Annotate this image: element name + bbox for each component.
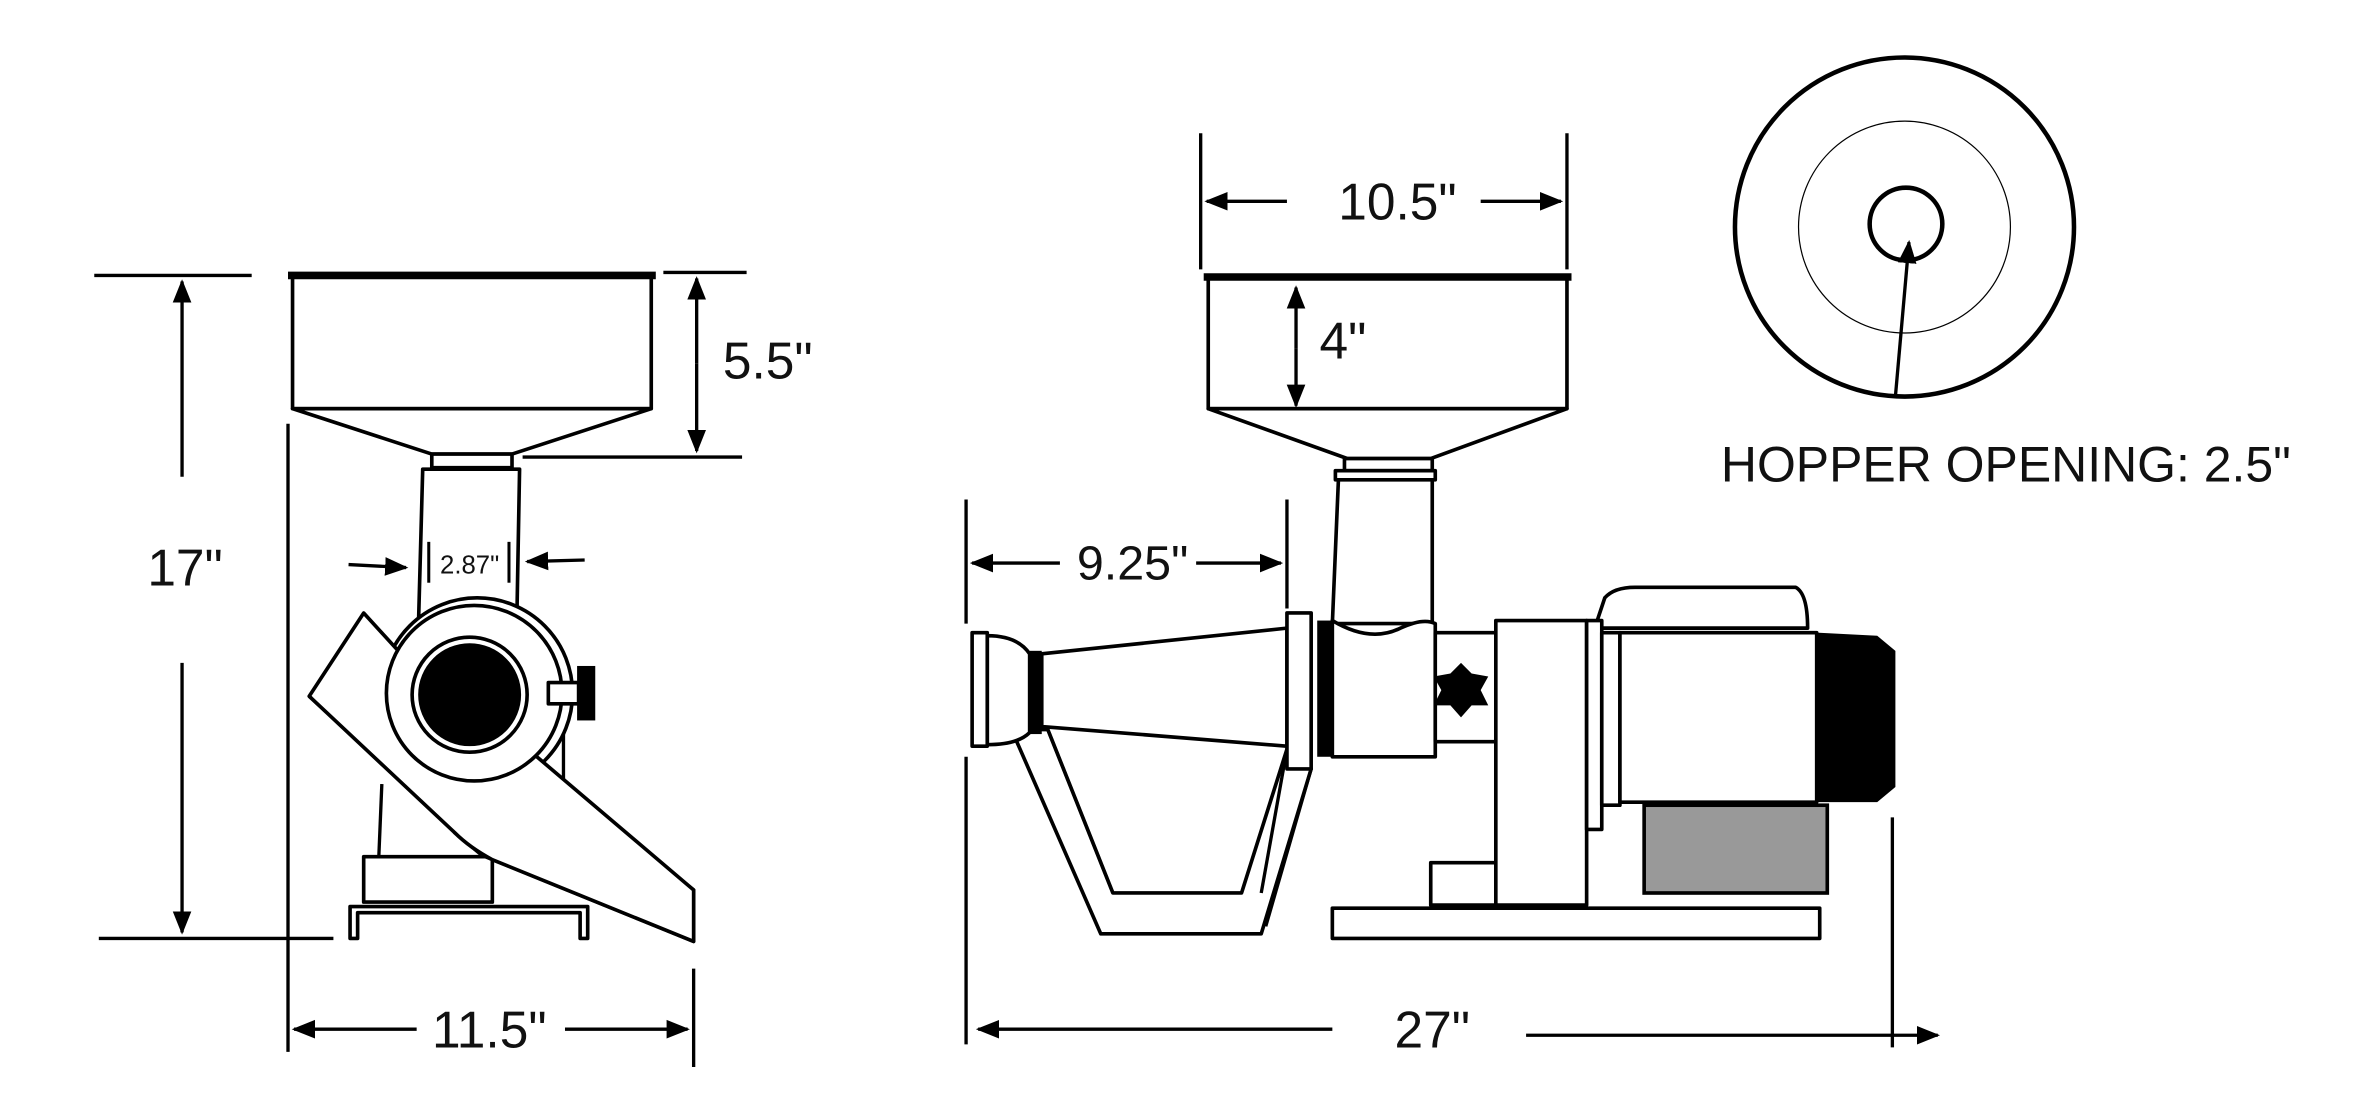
side-knob [577, 665, 596, 721]
total-length-label: 27" [1394, 1000, 1470, 1058]
height-label: 17" [147, 539, 222, 597]
front-body [970, 585, 1896, 941]
height-dimension: 17" [94, 273, 334, 941]
side-view: 17" 11.5" 5.5" 2.87" [94, 270, 813, 1068]
hopper-width-label: 10.5" [1338, 172, 1456, 230]
motor-end-cap [1816, 632, 1896, 803]
front-hopper [1203, 273, 1572, 626]
sieve-cone [1039, 626, 1289, 748]
lower-chute [1009, 727, 1313, 936]
side-hopper [288, 271, 656, 638]
tube-width-label: 2.87" [440, 552, 499, 580]
hopper-depth-label: 5.5" [723, 331, 813, 389]
total-length-dimension: 27" [964, 756, 1941, 1058]
top-view: HOPPER OPENING: 2.5" [1721, 55, 2291, 492]
width-dimension: 11.5" [286, 423, 696, 1068]
tube-width-dimension: 2.87" [348, 541, 585, 583]
hopper-width-dimension: 10.5" [1199, 133, 1569, 270]
cone-length-label: 9.25" [1077, 537, 1188, 591]
hopper-opening-circle [1867, 185, 1945, 263]
hopper-opening-label: HOPPER OPENING: 2.5" [1721, 436, 2291, 492]
side-body [307, 596, 696, 944]
front-view: 10.5" 4" 9.25" [964, 133, 1941, 1058]
hopper-height-dimension: 4" [1286, 285, 1367, 408]
motor-box [1642, 803, 1830, 895]
motor-body [1618, 630, 1819, 804]
base-plate [1330, 906, 1822, 941]
hopper-height-label: 4" [1320, 312, 1367, 370]
width-label: 11.5" [432, 1000, 547, 1058]
hopper-depth-dimension: 5.5" [522, 270, 813, 459]
front-knob [1433, 662, 1489, 718]
cone-length-dimension: 9.25" [964, 499, 1289, 624]
